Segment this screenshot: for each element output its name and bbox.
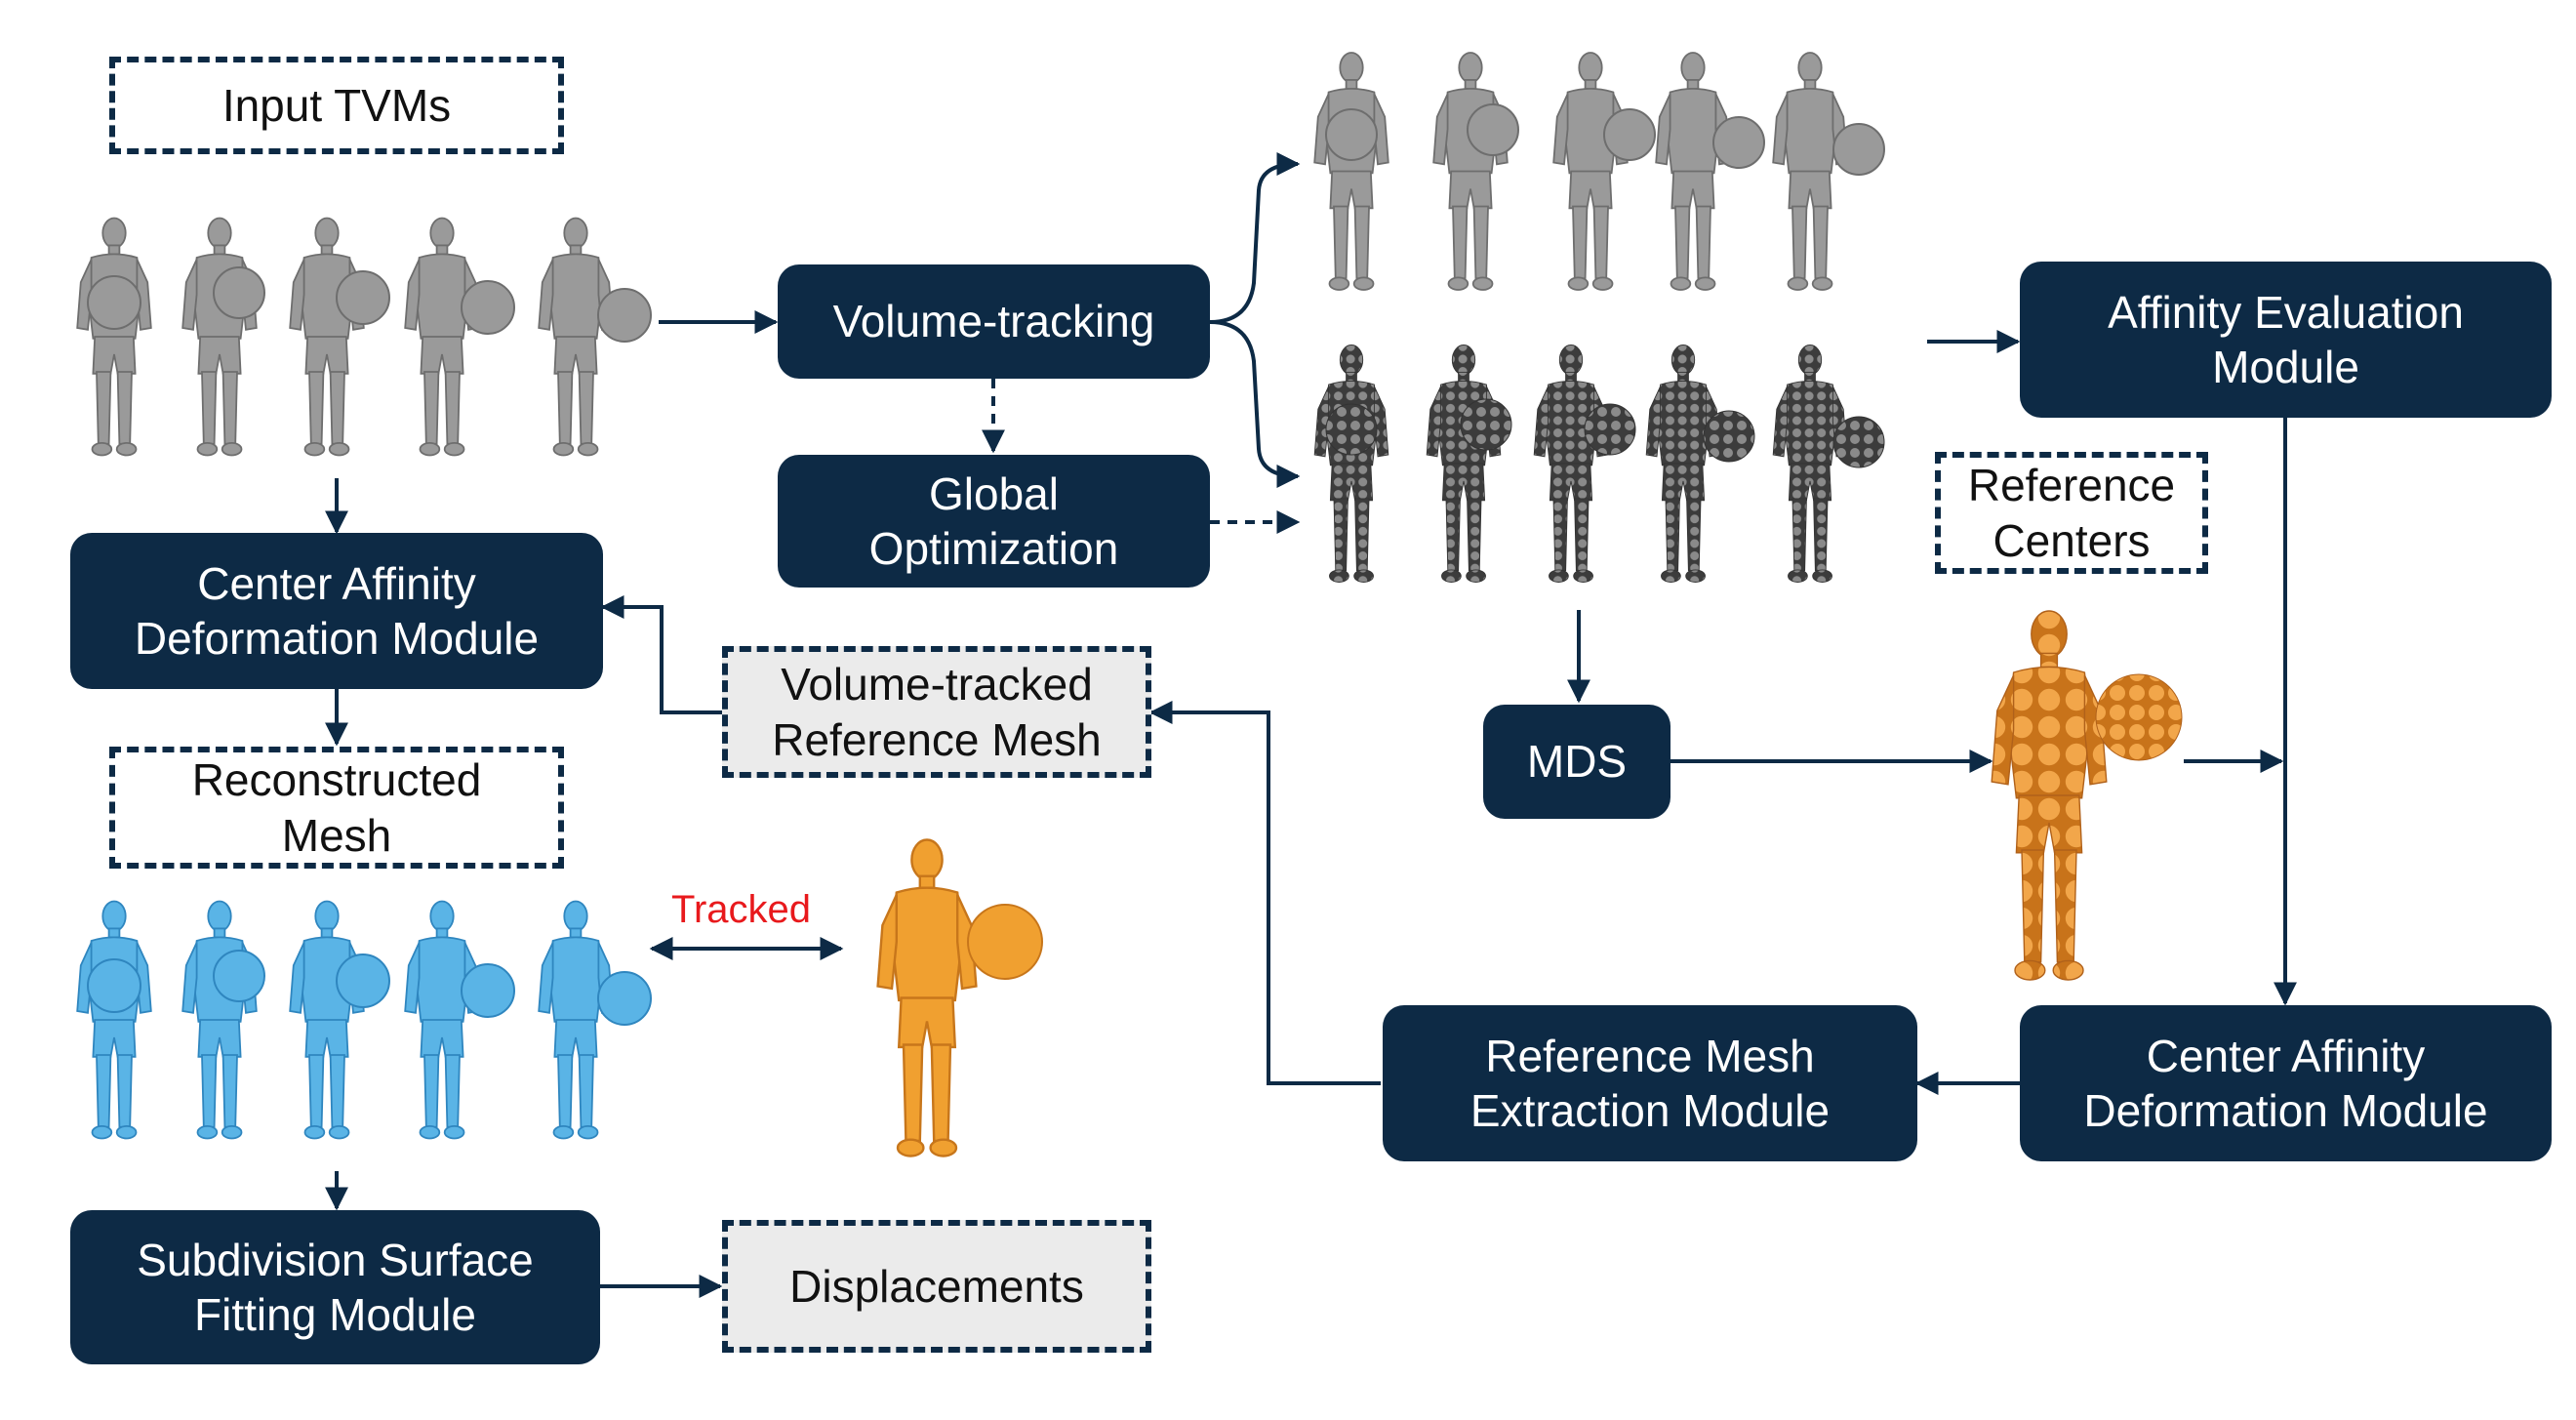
mds-box: MDS (1483, 705, 1670, 819)
center-affinity-right-box: Center Affinity Deformation Module (2020, 1005, 2552, 1161)
center-affinity-left-box: Center Affinity Deformation Module (70, 533, 603, 689)
reference-mesh-extraction-box: Reference Mesh Extraction Module (1383, 1005, 1917, 1161)
input-tvms-label: Input TVMs (109, 57, 564, 154)
global-optimization-box: Global Optimization (778, 455, 1210, 588)
connectors (325, 152, 2297, 1298)
input-mesh-row (76, 217, 652, 457)
reference-point-cloud (1991, 610, 2183, 981)
reconstructed-mesh-label: Reconstructed Mesh (109, 747, 564, 869)
volume-tracked-reference-label: Volume-tracked Reference Mesh (722, 646, 1151, 778)
volume-tracking-box: Volume-tracking (778, 264, 1210, 379)
affinity-evaluation-box: Affinity Evaluation Module (2020, 262, 2552, 418)
reconstructed-mesh-row (76, 900, 652, 1140)
tracked-mesh-row (1313, 52, 1885, 291)
subdivision-fitting-box: Subdivision Surface Fitting Module (70, 1210, 600, 1364)
reference-centers-label: Reference Centers (1935, 452, 2208, 574)
reference-mesh (876, 838, 1043, 1157)
tracked-label: Tracked (671, 888, 812, 931)
point-cloud-row (1313, 345, 1885, 583)
displacements-label: Displacements (722, 1220, 1151, 1353)
